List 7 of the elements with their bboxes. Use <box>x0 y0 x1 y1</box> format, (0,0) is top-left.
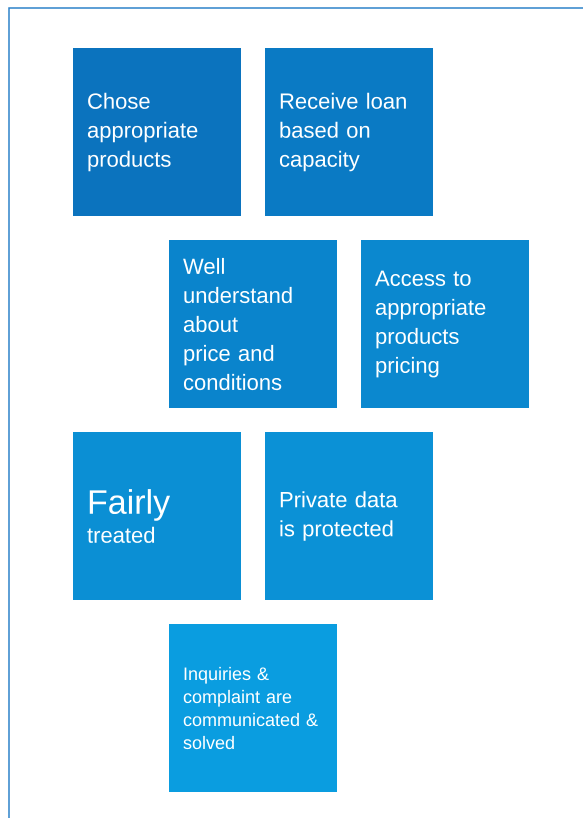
text-box: Receive loan based on capacity <box>265 48 433 216</box>
text-box: Inquiries & complaint are communicated & solved <box>169 624 337 792</box>
text-box: Private data is protected <box>265 432 433 600</box>
text-box: Access to appropriate products pricing <box>361 240 529 408</box>
text-box: Well understand about price and conditions <box>169 240 337 408</box>
text-box: Chose appropriate products <box>73 48 241 216</box>
text-box: Fairly treated <box>73 432 241 600</box>
